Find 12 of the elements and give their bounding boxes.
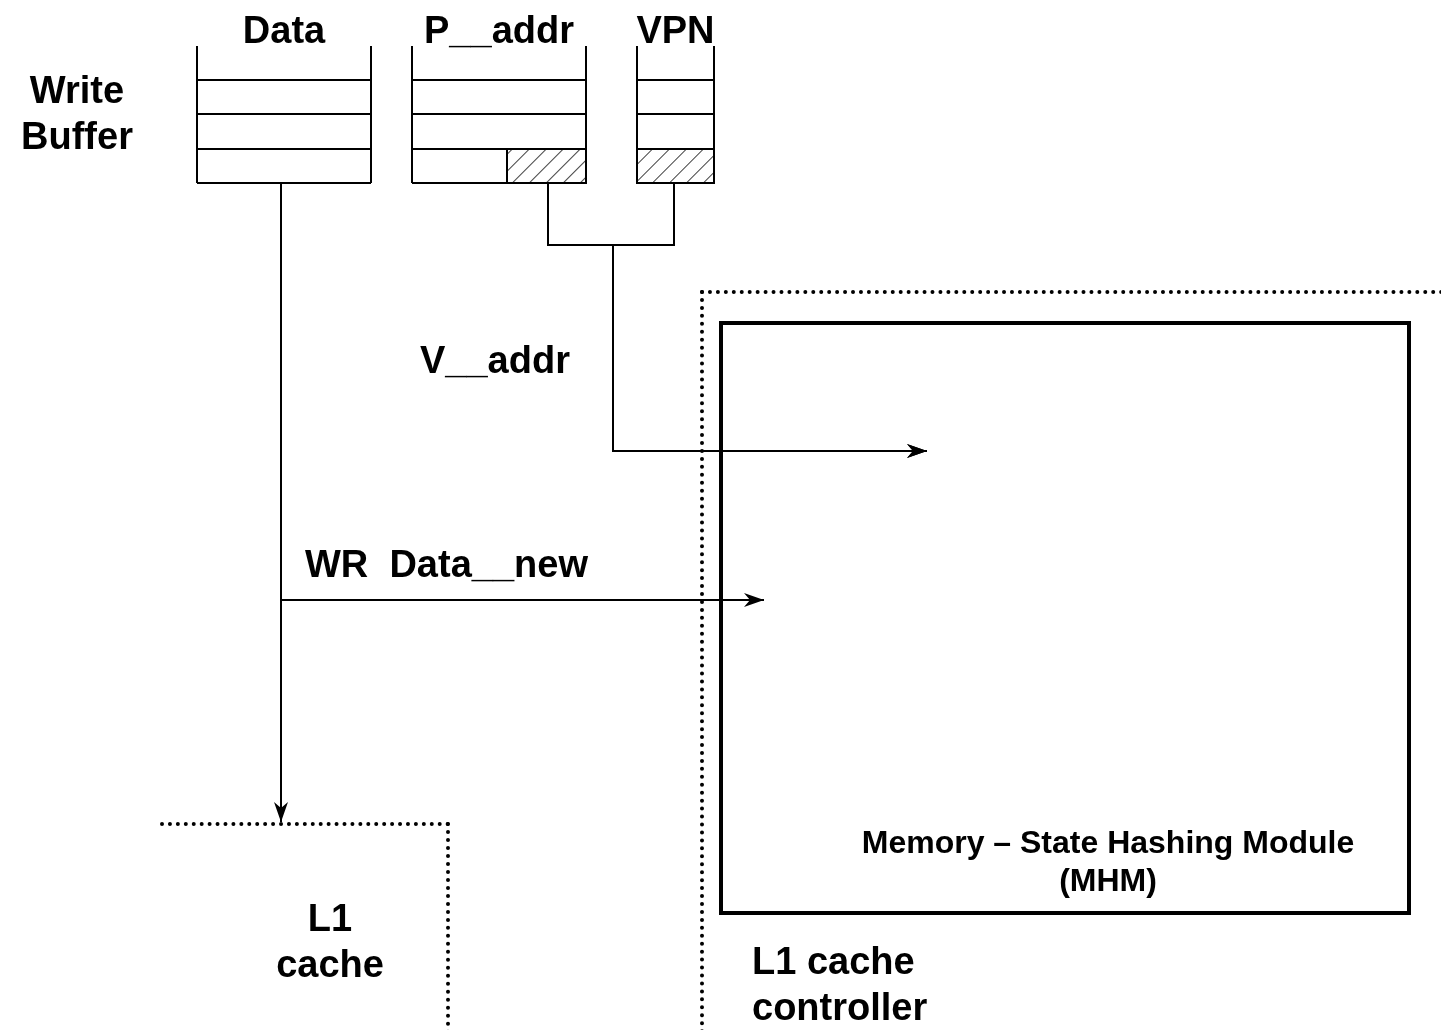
column-heading: Data — [241, 8, 327, 52]
module-box — [719, 321, 1411, 915]
edge-label: WR Data__new — [305, 542, 588, 587]
arrow — [612, 183, 928, 458]
column-heading: P__addr — [423, 8, 575, 52]
edge-label: V__addr — [420, 338, 570, 383]
region-label: L1 cache controller — [752, 939, 929, 1030]
arrow — [280, 183, 765, 607]
region-label: L1 cache — [275, 896, 385, 987]
side-label: Write Buffer — [20, 68, 134, 159]
column-heading: VPN — [635, 8, 716, 52]
module-label: Memory – State Hashing Module (MHM) — [860, 823, 1356, 900]
